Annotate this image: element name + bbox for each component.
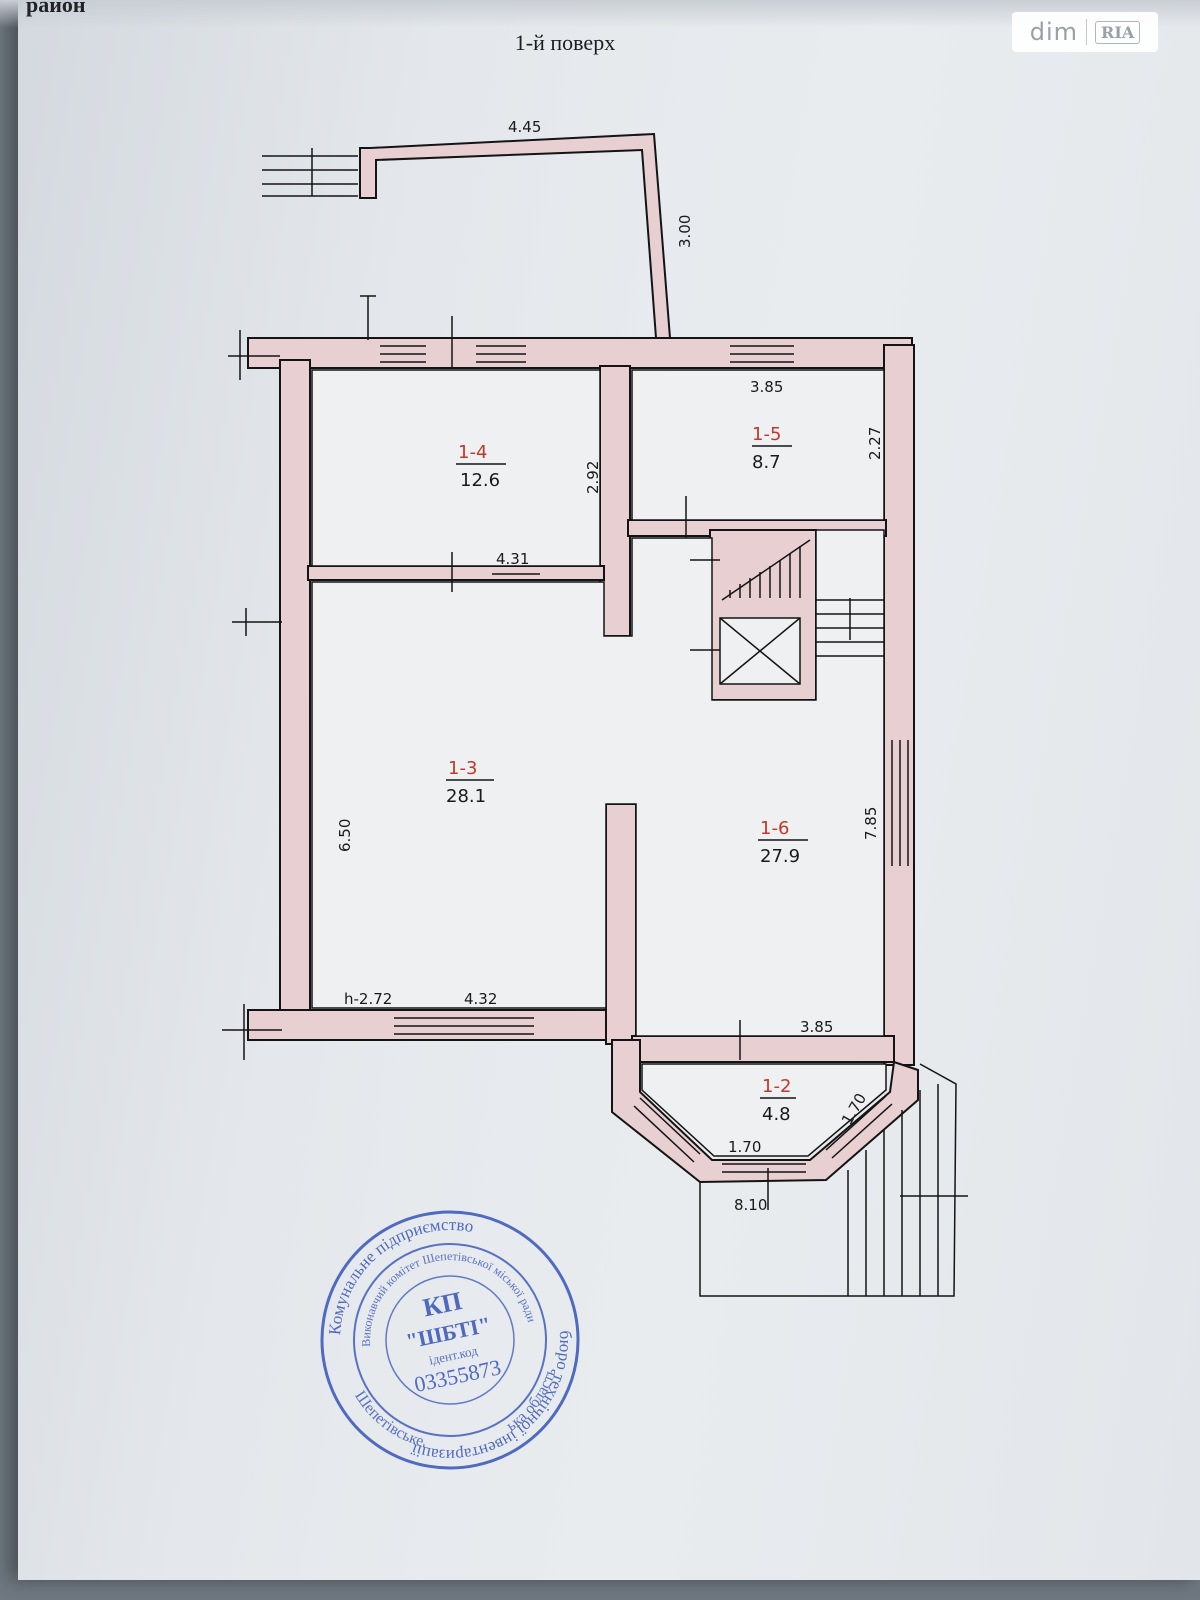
walls — [247, 132, 919, 1184]
room-label-1-6-id: 1-6 — [760, 818, 789, 839]
dim-ceiling-height: h-2.72 — [344, 990, 392, 1008]
dim-room-1-5-depth: 2.27 — [866, 427, 884, 460]
stamp-outer-circle — [320, 1210, 580, 1470]
window-top-1 — [380, 345, 426, 363]
room-1-2-floor — [641, 1063, 887, 1157]
watermark-ria-logo: RIA — [1095, 20, 1141, 44]
terrace — [699, 1063, 968, 1297]
left-wall — [279, 359, 311, 1041]
dim-room-1-5-width: 3.85 — [750, 378, 783, 396]
window-top-3 — [730, 345, 794, 363]
floor-title: 1-й поверх — [514, 30, 616, 55]
dim-terrace: 8.10 — [734, 1196, 767, 1214]
room-label-1-3-id: 1-3 — [448, 758, 477, 779]
stamp-inner-circle — [385, 1275, 515, 1405]
staircase — [690, 539, 884, 685]
window-bay-front — [722, 1163, 806, 1173]
partition-1-2 — [631, 1035, 895, 1063]
watermark-separator — [1086, 19, 1088, 45]
window-bottom — [394, 1017, 534, 1035]
room-label-1-5-area: 8.7 — [752, 452, 781, 473]
official-stamp: Комунальне підприємство бюро технічної і… — [306, 1207, 598, 1476]
porch-wall — [359, 132, 672, 339]
window-bay-left — [633, 1097, 701, 1163]
terrace-outline — [699, 1063, 957, 1297]
stair-diagonal — [721, 539, 811, 601]
top-shadow — [0, 0, 1200, 28]
room-1-3-1-6-floor — [311, 529, 885, 1037]
room-label-1-6-area: 27.9 — [760, 846, 800, 867]
dimria-watermark: dim RIA — [1012, 12, 1158, 52]
room-label-1-2-id: 1-2 — [762, 1076, 791, 1097]
top-wall — [247, 337, 913, 369]
dim-porch-width: 4.45 — [508, 118, 541, 136]
room-1-5-floor — [631, 369, 885, 521]
window-right — [891, 740, 909, 866]
partition-1-4-1-3 — [307, 565, 605, 581]
stamp-center-name: "ШБТІ" — [404, 1311, 493, 1353]
partition-wall-upper — [599, 365, 631, 637]
right-wall — [883, 344, 915, 1066]
room-labels: 1-4 12.6 1-5 8.7 1-3 28.1 1-6 27.9 1-2 4… — [446, 424, 808, 1125]
stamp-middle-circle — [353, 1243, 547, 1437]
dim-porch-depth: 3.00 — [676, 215, 694, 248]
room-1-4-floor — [311, 369, 601, 567]
window-top-2 — [476, 345, 526, 363]
dim-room-1-3-width: 4.32 — [464, 990, 497, 1008]
room-interiors — [311, 369, 887, 1157]
partition-central — [605, 803, 637, 1045]
dim-right-wall: 7.85 — [862, 807, 880, 840]
watermark-dim-text: dim — [1029, 18, 1079, 46]
windows — [380, 345, 909, 1173]
dim-bay-front: 1.70 — [728, 1138, 761, 1156]
door-marks — [222, 295, 741, 1060]
bottom-wall — [247, 1009, 613, 1041]
room-label-1-4-area: 12.6 — [460, 470, 500, 491]
room-label-1-5-id: 1-5 — [752, 424, 781, 445]
dim-room-1-4-depth: 2.92 — [584, 461, 602, 494]
dim-room-1-6-width: 3.85 — [800, 1018, 833, 1036]
room-label-1-3-area: 28.1 — [446, 786, 486, 807]
dim-left-wall: 6.50 — [336, 819, 354, 852]
porch-steps — [262, 148, 358, 197]
room-label-1-2-area: 4.8 — [762, 1104, 791, 1125]
window-bay-right — [825, 1095, 893, 1159]
room-label-1-4-id: 1-4 — [458, 442, 487, 463]
dim-room-1-4-width: 4.31 — [496, 550, 529, 568]
cut-heading-text: район — [26, 0, 86, 17]
